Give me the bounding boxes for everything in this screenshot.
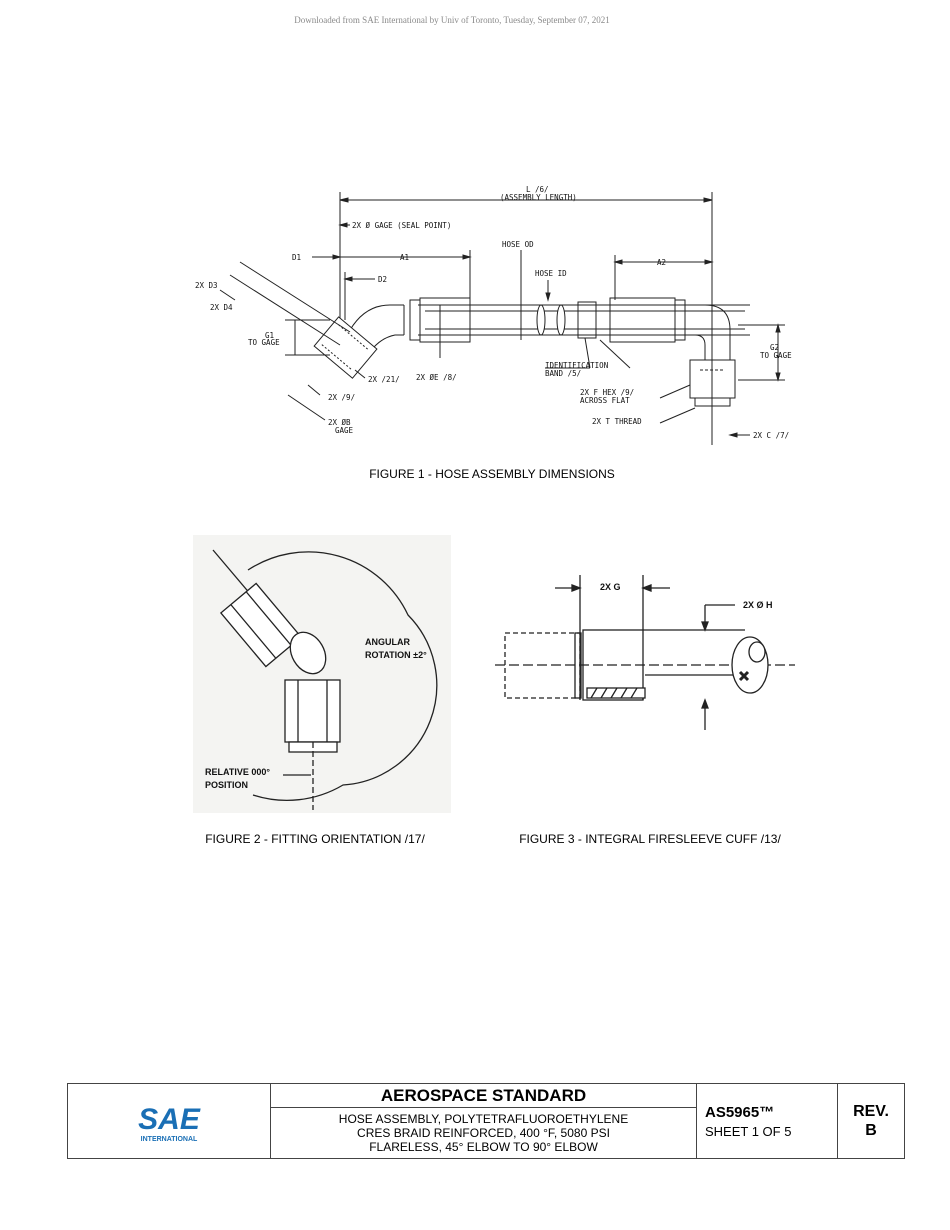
figure-1-hose-assembly-drawing: L /6/ (ASSEMBLY LENGTH) 2X Ø GAGE (SEAL …	[190, 180, 810, 455]
fig2-label-position: POSITION	[205, 780, 248, 790]
figure-3-caption: FIGURE 3 - INTEGRAL FIRESLEEVE CUFF /13/	[519, 832, 781, 846]
fig1-label-21: 2X /21/	[368, 375, 400, 384]
standard-description: HOSE ASSEMBLY, POLYTETRAFLUOROETHYLENE C…	[271, 1108, 696, 1158]
fig1-label-b-gage-sub: GAGE	[335, 426, 354, 435]
fig1-label-c7: 2X C /7/	[753, 431, 789, 440]
fig1-label-a2: A2	[657, 258, 666, 267]
fig1-label-9: 2X /9/	[328, 393, 355, 402]
fig1-label-d4: 2X D4	[210, 303, 233, 312]
fig1-label-d2: D2	[378, 275, 387, 284]
fig1-label-f-hex-sub: ACROSS FLAT	[580, 396, 630, 405]
figure-1-caption: FIGURE 1 - HOSE ASSEMBLY DIMENSIONS	[369, 467, 615, 481]
description-line-1: HOSE ASSEMBLY, POLYTETRAFLUOROETHYLENE	[338, 1112, 629, 1126]
fig1-label-l: L /6/	[526, 185, 549, 194]
figure-2-caption: FIGURE 2 - FITTING ORIENTATION /17/	[205, 832, 425, 846]
fig2-label-angular: ANGULAR	[365, 637, 410, 647]
fig1-label-gage-seal: 2X Ø GAGE (SEAL POINT)	[352, 221, 451, 230]
fig2-label-rotation: ROTATION ±2°	[365, 650, 427, 660]
fig1-label-g1: G1	[265, 331, 274, 340]
fig3-label-g: 2X G	[600, 582, 621, 592]
revision-value: B	[865, 1122, 877, 1139]
description-line-3: FLARELESS, 45° ELBOW TO 90° ELBOW	[369, 1140, 598, 1154]
fig1-label-g2-sub: TO GAGE	[760, 351, 792, 360]
sae-logo-sub: INTERNATIONAL	[141, 1136, 198, 1143]
title-block-center: AEROSPACE STANDARD HOSE ASSEMBLY, POLYTE…	[271, 1084, 697, 1158]
download-watermark: Downloaded from SAE International by Uni…	[294, 15, 610, 25]
fig1-label-b-gage: 2X ØB	[328, 418, 351, 427]
sheet-number: SHEET 1 OF 5	[705, 1123, 792, 1139]
document-info: AS5965™ SHEET 1 OF 5	[697, 1084, 838, 1158]
fig1-label-a1: A1	[400, 253, 409, 262]
fig1-label-id-band: IDENTIFICATION	[545, 361, 608, 370]
standard-header: AEROSPACE STANDARD	[271, 1084, 696, 1108]
fig1-label-g2: G2	[770, 343, 779, 352]
fig1-label-hose-id: HOSE ID	[535, 269, 567, 278]
document-number: AS5965™	[705, 1103, 775, 1121]
fig1-label-d3: 2X D3	[195, 281, 218, 290]
fig1-label-f-hex: 2X F HEX /9/	[580, 388, 634, 397]
fig3-label-h: 2X Ø H	[743, 600, 773, 610]
fig1-label-hose-od: HOSE OD	[502, 240, 534, 249]
title-block: SAE INTERNATIONAL AEROSPACE STANDARD HOS…	[67, 1083, 905, 1159]
sae-logo: SAE INTERNATIONAL	[68, 1084, 271, 1158]
figure-3-firesleeve-cuff-drawing: 2X G 2X Ø H	[495, 570, 805, 740]
fig1-label-assembly-length: (ASSEMBLY LENGTH)	[500, 193, 577, 202]
description-line-2: CRES BRAID REINFORCED, 400 °F, 5080 PSI	[357, 1126, 610, 1140]
revision-box: REV. B	[838, 1084, 904, 1158]
fig1-label-id-band-sub: BAND /5/	[545, 369, 581, 378]
fig2-label-relative: RELATIVE 000°	[205, 767, 270, 777]
fig1-label-e8: 2X ØE /8/	[416, 373, 457, 382]
sae-logo-mark: SAE	[138, 1103, 201, 1136]
fig1-label-g1-sub: TO GAGE	[248, 338, 280, 347]
fig1-label-t-thread: 2X T THREAD	[592, 417, 642, 426]
figure-2-fitting-orientation-drawing: ANGULAR ROTATION ±2° RELATIVE 000° POSIT…	[193, 535, 451, 813]
fig1-label-d1: D1	[292, 253, 301, 262]
revision-label: REV.	[853, 1103, 889, 1120]
